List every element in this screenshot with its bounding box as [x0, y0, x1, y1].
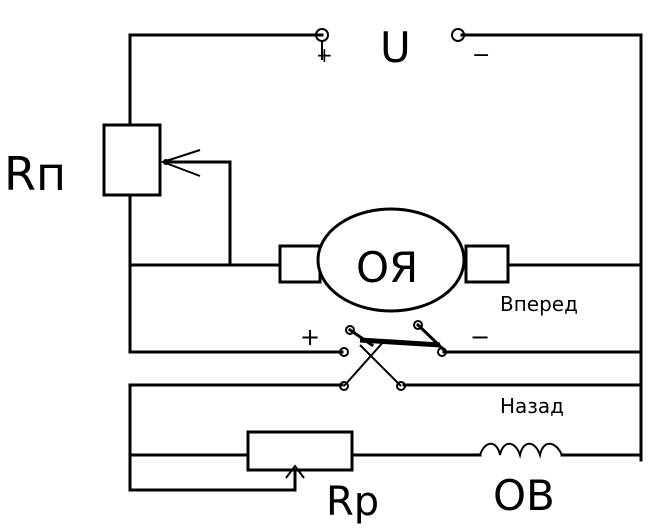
field-rheostat-label: Rр	[326, 479, 379, 525]
field-circuit-wiring	[128, 383, 643, 492]
positive-terminal	[315, 28, 329, 60]
field-rheostat-slider	[285, 464, 305, 479]
supply-minus-sign: −	[472, 43, 490, 68]
supply-voltage-label: U	[380, 23, 411, 72]
armature-housing	[316, 207, 466, 313]
supply-wiring	[128, 33, 643, 462]
field-winding-label: ОВ	[493, 471, 555, 520]
switch-plus-sign: +	[300, 323, 320, 351]
brush-right	[464, 244, 510, 284]
armature-label: ОЯ	[356, 243, 418, 292]
supply-plus-sign: +	[316, 43, 333, 67]
forward-label: Вперед	[500, 292, 578, 316]
field-rheostat	[246, 430, 354, 472]
backward-label: Назад	[500, 394, 564, 418]
reversing-switch[interactable]	[128, 320, 643, 391]
start-rheostat	[102, 123, 162, 197]
field-winding-coil	[479, 442, 563, 459]
brush-left	[278, 244, 322, 284]
start-rheostat-slider	[159, 149, 232, 267]
start-rheostat-label: Rп	[4, 147, 66, 201]
switch-minus-sign: −	[470, 323, 490, 351]
negative-terminal	[451, 28, 465, 42]
